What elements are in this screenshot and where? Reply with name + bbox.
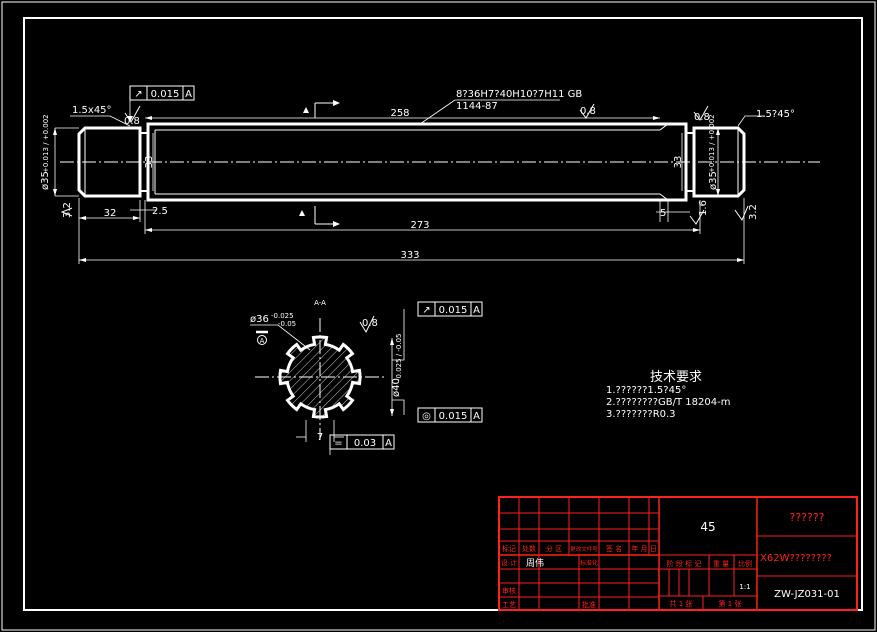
material-value: 45 xyxy=(700,520,715,534)
datum-circle xyxy=(257,335,267,345)
tolerance-value: 0.015 xyxy=(439,305,468,316)
label-fenqu: 分 区 xyxy=(546,544,562,553)
tolerance-symbol: ◎ xyxy=(422,411,431,422)
label-nianyueri: 年 月 日 xyxy=(631,544,656,553)
dim-36-tol-up: -0.025 xyxy=(271,312,294,320)
tolerance-frame-symmetry: = 0.03 A xyxy=(329,434,395,450)
dim-35-left: ø35 xyxy=(40,171,51,190)
dim-2-5: 2.5 xyxy=(152,206,168,217)
tolerance-datum: A xyxy=(473,411,480,422)
label-qianming: 签 名 xyxy=(606,544,622,553)
dim-36: ø36 xyxy=(250,314,269,325)
dim-40-tol: -0.025 / -0.05 xyxy=(395,334,403,382)
datum-letter: A xyxy=(260,337,265,345)
roughness-08-c: 0.8 xyxy=(694,112,710,123)
tech-requirements-title: 技术要求 xyxy=(650,370,702,385)
dim-36-tol-low: -0.05 xyxy=(278,320,296,328)
tolerance-value: 0.015 xyxy=(439,411,468,422)
dim-33-right: 33 xyxy=(673,156,684,169)
dim-key-width: 7 xyxy=(317,432,323,443)
label-gengai: 更改文件号 xyxy=(570,545,598,553)
tolerance-datum: A xyxy=(385,438,392,449)
tolerance-frame-coaxiality: ◎ 0.015 A xyxy=(417,407,483,423)
roughness-08-a: 0.8 xyxy=(124,116,140,127)
drawing-name: ?????? xyxy=(789,511,824,524)
spline-spec-line2: 1144-87 xyxy=(456,101,498,112)
tolerance-symbol: ↗ xyxy=(134,89,142,100)
roughness-08-d: 0.8 xyxy=(362,318,378,329)
label-total-sheets: 共 1 张 xyxy=(670,599,693,608)
tolerance-symbol: ↗ xyxy=(422,305,430,316)
dim-33-left: 33 xyxy=(144,156,155,169)
dim-5: 5 xyxy=(660,208,666,219)
label-sheet-number: 第 1 张 xyxy=(719,599,742,608)
tolerance-symbol: = xyxy=(334,438,342,449)
scale-value: 1:1 xyxy=(739,583,750,591)
label-jieduan: 阶 段 标 记 xyxy=(667,559,702,568)
tech-requirement-2: 2.????????GB/T 18204-m xyxy=(606,397,730,408)
tolerance-frame-runout-2: ↗ 0.015 A xyxy=(417,301,483,317)
label-bili: 比例 xyxy=(738,559,752,568)
tolerance-value: 0.015 xyxy=(151,89,180,100)
designer-name: 周伟 xyxy=(526,557,544,569)
chamfer-right-label: 1.5?45° xyxy=(756,109,795,120)
tolerance-datum: A xyxy=(473,305,480,316)
dim-35-right: ø35 xyxy=(708,171,719,190)
spline-cross-section xyxy=(278,335,362,419)
dim-32: 32 xyxy=(104,208,117,219)
company-name: X62W???????? xyxy=(760,553,832,564)
tolerance-frame-runout-1: ↗ 0.015 A xyxy=(129,85,195,101)
tolerance-value: 0.03 xyxy=(354,438,376,449)
dim-35-left-tol: +0.013 / +0.002 xyxy=(42,114,50,173)
roughness-32-left: 3.2 xyxy=(62,202,73,218)
label-chushu: 处数 xyxy=(522,544,536,553)
spline-spec-line1: 8?36H7?40H10?7H11 GB xyxy=(456,89,582,100)
drawing-number: ZW-JZ031-01 xyxy=(774,589,840,600)
dim-35-right-tol: +0.013 / +0.002 xyxy=(708,114,716,173)
label-zhongliang: 重 量 xyxy=(713,560,729,568)
roughness-08-b: 0.8 xyxy=(580,106,596,117)
label-pizhun: 批准 xyxy=(582,600,596,609)
dim-333: 333 xyxy=(400,250,419,261)
inner-border xyxy=(23,17,863,611)
dim-1-6: 1.6 xyxy=(698,200,709,216)
section-label: A-A xyxy=(314,299,326,307)
roughness-32-right: 3.2 xyxy=(748,204,759,220)
dim-258: 258 xyxy=(390,108,409,119)
tech-requirement-1: 1.??????1.5?45° xyxy=(606,385,686,396)
tolerance-datum: A xyxy=(185,89,192,100)
section-view xyxy=(250,309,405,455)
dim-273: 273 xyxy=(410,220,429,231)
chamfer-left-label: 1.5x45° xyxy=(72,105,112,116)
label-biaoji: 标记 xyxy=(502,544,516,553)
title-block xyxy=(498,496,858,611)
label-biaozhunhua: 标准化 xyxy=(580,559,598,567)
dim-40: ø40 xyxy=(391,378,402,397)
tech-requirement-3: 3.???????R0.3 xyxy=(606,409,676,420)
label-sheji: 设 计 xyxy=(501,558,517,567)
label-shenhe: 审核 xyxy=(502,586,516,595)
label-gongyi: 工艺 xyxy=(502,601,516,609)
shaft-main-view xyxy=(53,93,820,264)
